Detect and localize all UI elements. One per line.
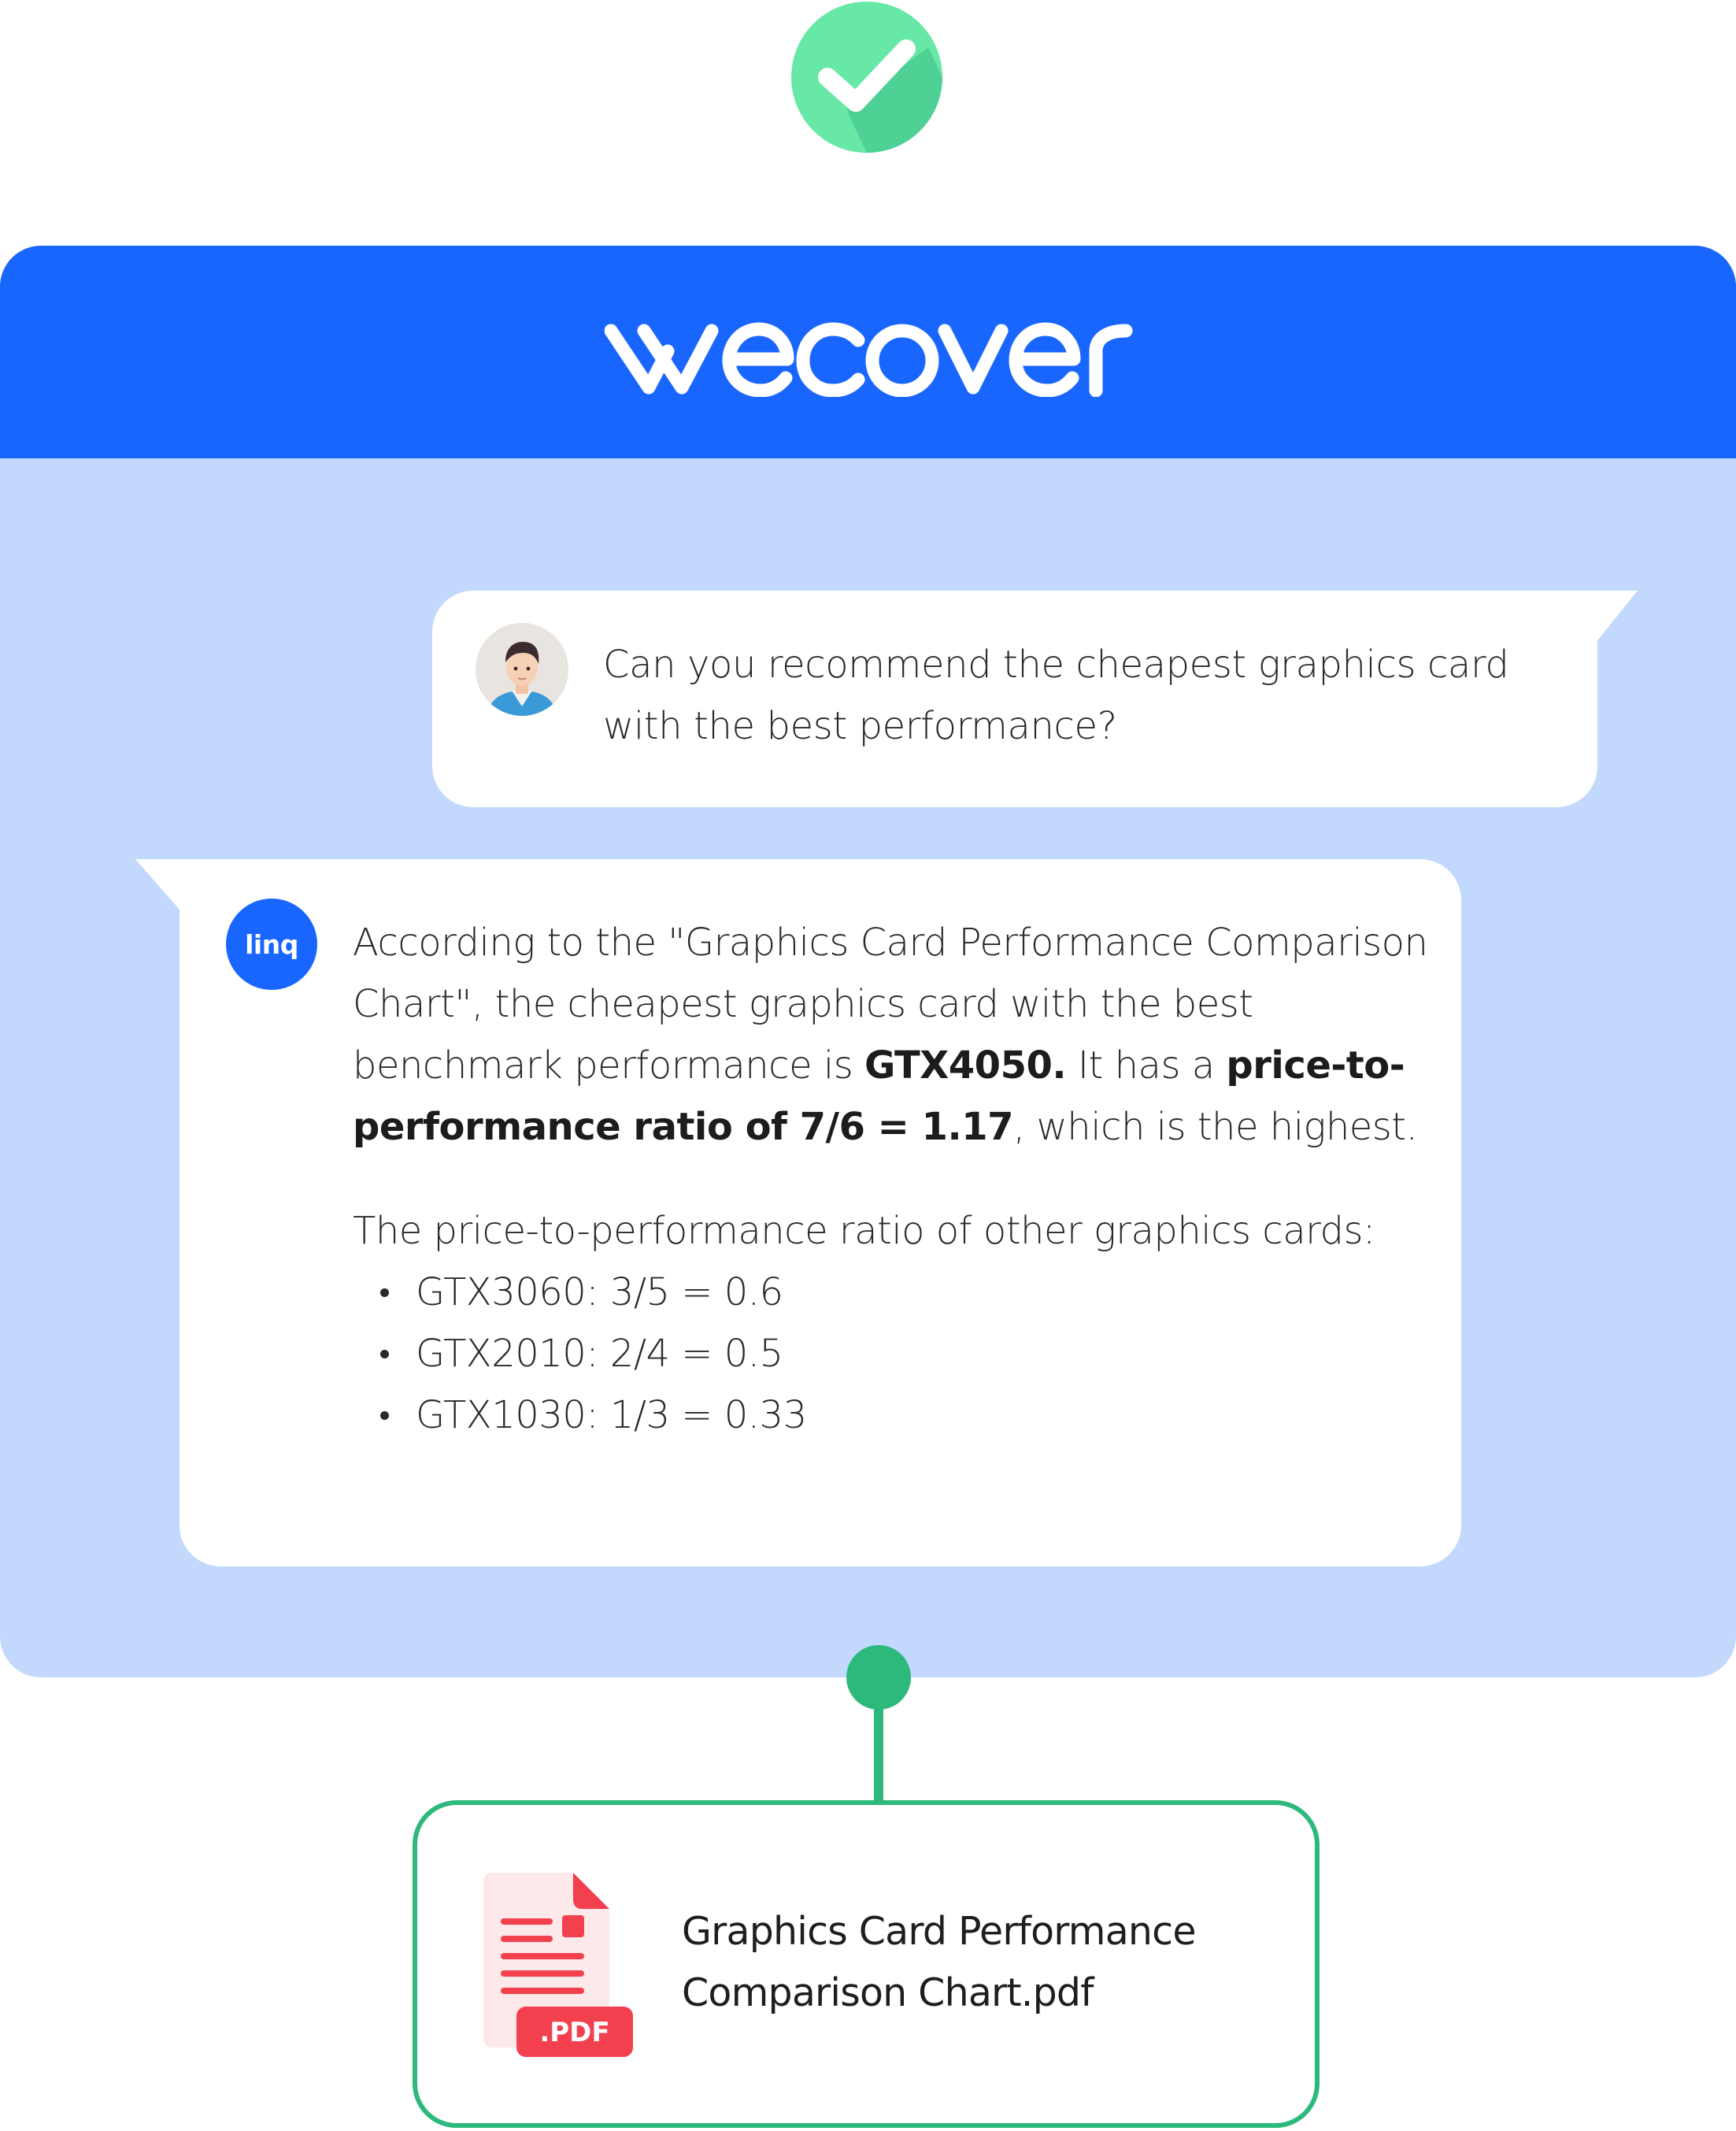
bot-message-bubble [180,859,1461,1566]
linq-avatar: linq [226,899,317,990]
list-item: GTX2010: 2/4 = 0.5 [353,1323,1439,1384]
user-avatar [476,623,568,716]
bot-message-text: According to the "Graphics Card Performa… [353,912,1439,1446]
best-card-name: GTX4050. [864,1043,1067,1088]
check-circle-icon [791,2,942,153]
bot-answer-paragraph: According to the "Graphics Card Performa… [353,912,1439,1158]
user-message-line: with the best performance? [603,704,1117,748]
user-message-line: Can you recommend the cheapest graphics … [603,643,1509,687]
bot-answer-intro: According to the "Graphics Card Performa… [353,921,1428,1088]
bot-answer-outro: , which is the highest. [1013,1105,1418,1149]
source-connector-line [874,1693,883,1805]
source-file-name-line: Comparison Chart.pdf [682,1970,1094,2015]
user-message-text: Can you recommend the cheapest graphics … [603,634,1548,757]
source-connector-dot [846,1645,911,1710]
user-message-bubble [432,591,1597,807]
pdf-file-type-label: .PDF [539,2017,609,2048]
other-cards-list: GTX3060: 3/5 = 0.6 GTX2010: 2/4 = 0.5 GT… [353,1262,1439,1446]
panel-header: wecover [0,246,1736,458]
list-item: GTX3060: 3/5 = 0.6 [353,1262,1439,1323]
source-file-name[interactable]: Graphics Card Performance Comparison Cha… [682,1901,1249,2024]
source-file-name-line: Graphics Card Performance [682,1909,1196,1954]
list-item: GTX1030: 1/3 = 0.33 [353,1384,1439,1446]
best-card-ratio: price-to-performance ratio of 7/6 = 1.17 [353,1043,1405,1149]
wecover-logo: wecover [605,322,1133,397]
bot-answer-connector: It has a [1066,1043,1227,1088]
other-cards-heading: The price-to-performance ratio of other … [353,1209,1375,1253]
pdf-file-icon: .PDF [483,1873,633,2057]
